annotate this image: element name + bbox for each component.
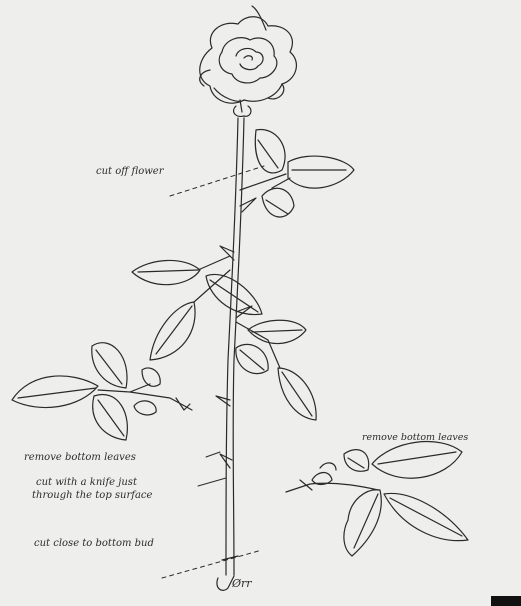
label-remove-bottom-leaves-right: remove bottom leaves xyxy=(362,432,468,444)
label-cut-off-flower: cut off flower xyxy=(96,166,163,178)
right-leaf-cluster xyxy=(286,442,468,556)
corner-black-block xyxy=(491,596,521,606)
cut-line-flower xyxy=(170,166,264,196)
rose-flower xyxy=(200,6,297,116)
artist-signature: Ørr xyxy=(232,578,252,590)
pointer-remove-left xyxy=(206,452,220,457)
label-cut-with-knife-line1: cut with a knife just xyxy=(36,477,137,489)
label-cut-with-knife-line2: through the top surface xyxy=(32,490,152,502)
label-cut-close-to-bottom-bud: cut close to bottom bud xyxy=(34,538,154,550)
label-remove-bottom-leaves-left: remove bottom leaves xyxy=(24,452,136,464)
pointer-knife xyxy=(198,478,226,486)
middle-leaf-cluster xyxy=(132,256,316,420)
cut-line-bottom-bud xyxy=(162,550,262,578)
upper-leaf-cluster xyxy=(240,130,354,217)
